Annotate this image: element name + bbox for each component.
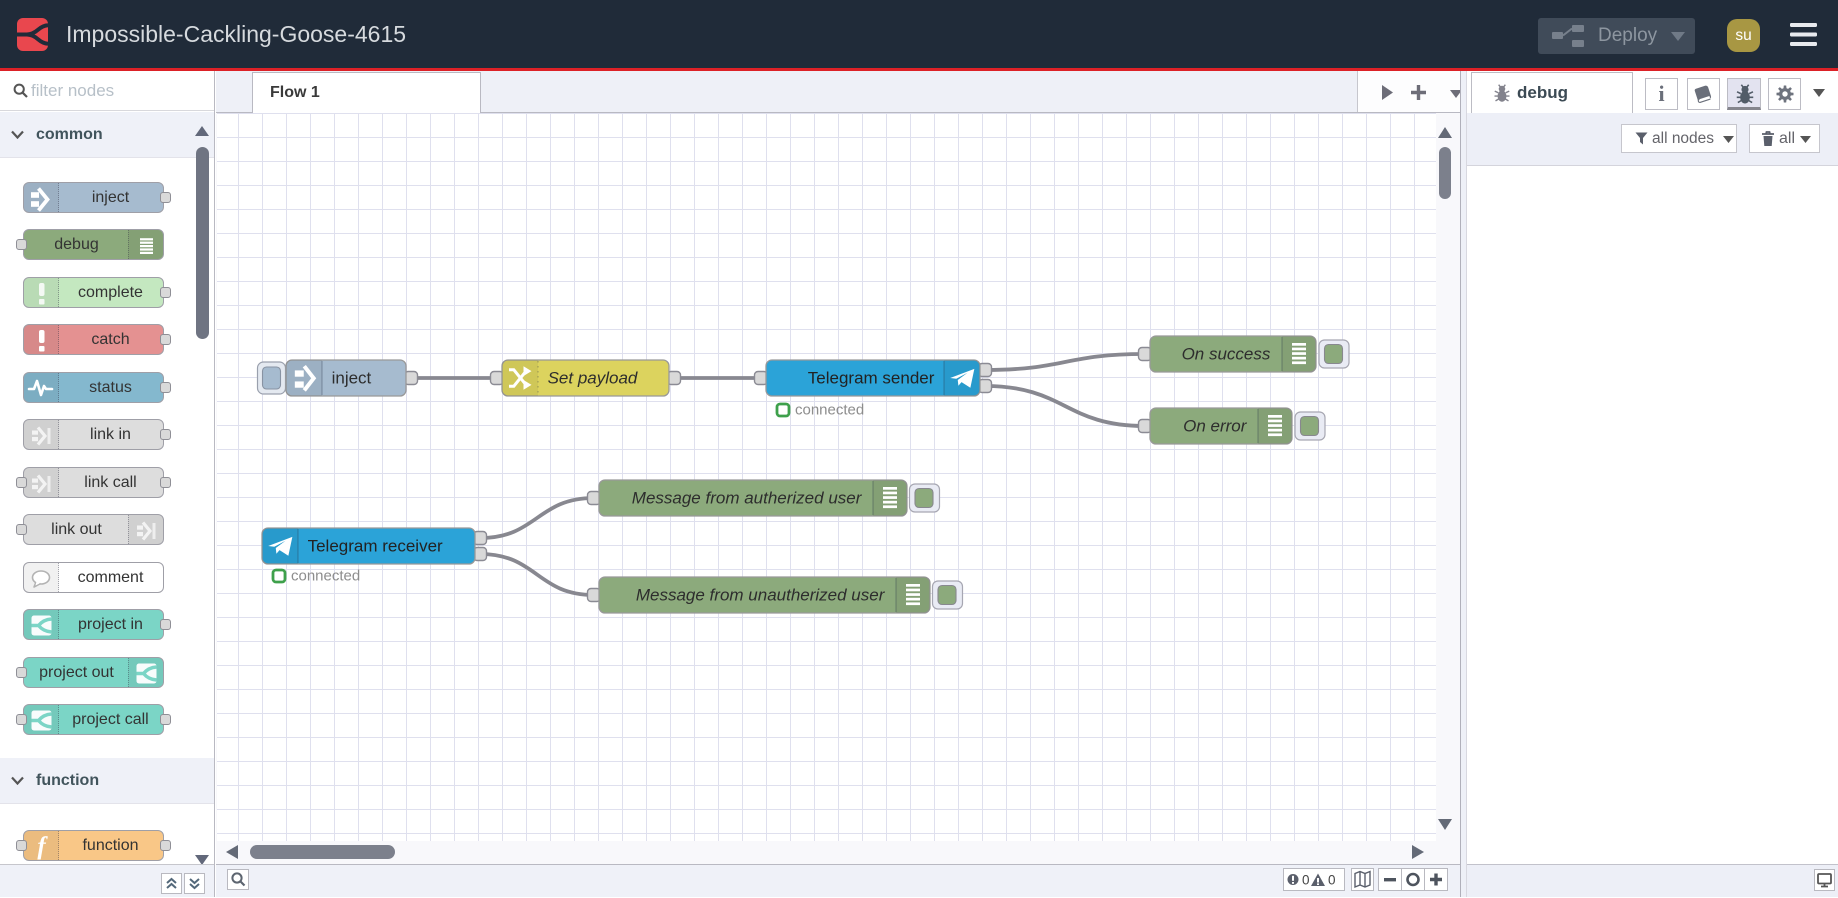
svg-text:Telegram sender: Telegram sender (808, 369, 935, 388)
svg-text:On success: On success (1182, 345, 1271, 364)
svg-text:0: 0 (1328, 873, 1336, 888)
svg-text:On error: On error (1183, 417, 1248, 436)
svg-text:0: 0 (1302, 873, 1310, 888)
svg-text:f: f (37, 833, 48, 860)
svg-text:connected: connected (795, 402, 864, 419)
svg-text:Telegram receiver: Telegram receiver (308, 537, 443, 556)
svg-text:Message from unautherized user: Message from unautherized user (636, 586, 886, 605)
svg-text:inject: inject (332, 369, 372, 388)
svg-text:connected: connected (291, 568, 360, 585)
svg-text:Message from autherized user: Message from autherized user (632, 489, 863, 508)
svg-text:Set payload: Set payload (548, 369, 638, 388)
